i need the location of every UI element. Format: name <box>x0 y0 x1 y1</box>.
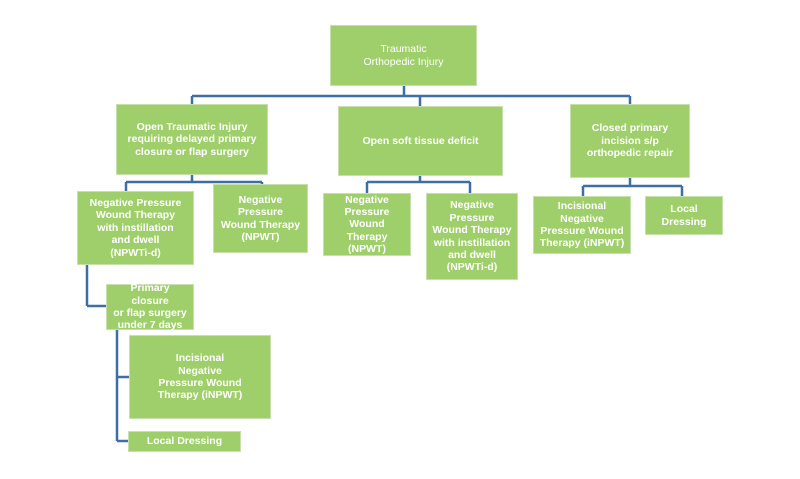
node-soft-tissue-npwti-d: Negative Pressure Wound Therapy with ins… <box>426 193 518 280</box>
node-primary-closure-under-7-days: Primary closure or flap surgery under 7 … <box>106 282 194 331</box>
node-closed-primary-incision: Closed primary incision s/p orthopedic r… <box>570 104 690 178</box>
node-closed-inpwt: Incisional Negative Pressure Wound Thera… <box>533 196 631 254</box>
node-closed-local-dressing: Local Dressing <box>645 196 723 235</box>
node-subtree-inpwt: Incisional Negative Pressure Wound Thera… <box>129 335 271 419</box>
node-open-injury-npwt: Negative Pressure Wound Therapy (NPWT) <box>213 184 308 253</box>
node-open-traumatic-injury: Open Traumatic Injury requiring delayed … <box>116 104 268 175</box>
node-soft-tissue-npwt: Negative Pressure Wound Therapy (NPWT) <box>323 193 411 256</box>
node-open-soft-tissue-deficit: Open soft tissue deficit <box>338 106 503 176</box>
node-subtree-local-dressing: Local Dressing <box>128 431 241 452</box>
node-open-injury-npwti-d: Negative Pressure Wound Therapy with ins… <box>77 191 194 265</box>
node-traumatic-orthopedic-injury: Traumatic Orthopedic Injury <box>330 25 477 86</box>
